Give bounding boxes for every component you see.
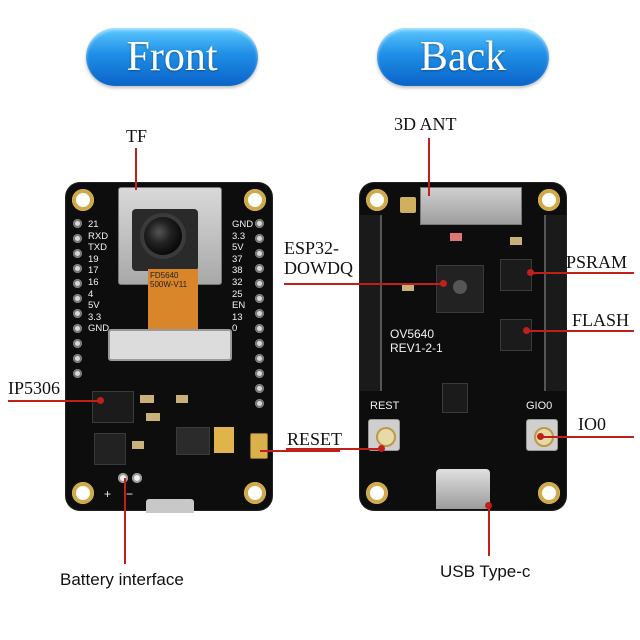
usb-type-c-port [436, 469, 490, 509]
pin-label: EN [232, 300, 246, 312]
leader-3d-ant [428, 138, 430, 196]
leader-flash [526, 330, 634, 332]
pin-label: TXD [88, 242, 107, 254]
camera-flex-cable: FD5640 500W-V11 [148, 269, 198, 331]
inductor [94, 433, 126, 465]
pin-label: 19 [88, 253, 99, 265]
leader-ip5306 [8, 400, 101, 402]
pin-label: 0 [232, 323, 238, 335]
mount-hole [72, 189, 94, 211]
callout-battery: Battery interface [60, 570, 184, 589]
pin-label: 5V [88, 300, 100, 312]
camera-lens [144, 217, 182, 255]
battery-minus: − [126, 487, 134, 501]
smd-component [402, 283, 414, 291]
pin-label: 3.3 [232, 230, 246, 242]
rest-label: REST [370, 400, 400, 412]
pin-label: 13 [232, 311, 243, 323]
callout-ip5306: IP5306 [8, 378, 61, 398]
leader-dot [527, 269, 534, 276]
gio0-button[interactable] [526, 419, 558, 451]
smd-component [146, 413, 160, 421]
mount-hole [244, 482, 266, 504]
regulator-chip [176, 427, 210, 455]
pin-label: 3.3 [88, 311, 102, 323]
pin-label: 25 [232, 288, 243, 300]
pin-label: 17 [88, 265, 99, 277]
callout-io0: IO0 [578, 414, 606, 434]
callout-flash: FLASH [572, 310, 630, 330]
pin-label: 37 [232, 253, 243, 265]
gio0-label: GIO0 [526, 400, 553, 412]
left-pin-labels: 21 RXD TXD 19 17 16 4 5V 3.3 GND [88, 219, 118, 335]
leader-tf [135, 148, 137, 190]
smd-component [176, 395, 188, 403]
camera-label: FD5640 500W-V11 [150, 271, 188, 289]
pin-label: RXD [88, 230, 109, 242]
callout-reset: RESET [287, 429, 343, 449]
pin-label: 32 [232, 276, 243, 288]
right-pin-header [255, 219, 265, 419]
back-board: OV5640 REV1-2-1 REST GIO0 [360, 183, 566, 510]
reset-button[interactable] [250, 433, 268, 459]
battery-plus: + [104, 487, 112, 501]
left-header-strip [360, 215, 382, 391]
tf-card-holder [420, 187, 522, 225]
callout-psram: PSRAM [566, 252, 628, 272]
flash-chip [500, 319, 532, 351]
pin-label: GND [88, 323, 110, 335]
right-pin-labels: GND 3.3 5V 37 38 32 25 EN 13 0 [232, 219, 258, 335]
leader-psram [530, 272, 634, 274]
mount-hole [366, 189, 388, 211]
right-header-strip [544, 215, 566, 391]
ip5306-chip [92, 391, 134, 423]
mount-hole [72, 482, 94, 504]
pin-label: 4 [88, 288, 94, 300]
leader-usb [488, 506, 490, 556]
esp32-chip [436, 265, 484, 313]
camera-connector [108, 329, 232, 361]
leader-dot [485, 502, 492, 509]
leader-dot [378, 445, 385, 452]
pin-label: GND [232, 219, 254, 230]
front-board: 21 RXD TXD 19 17 16 4 5V 3.3 GND GND 3.3… [66, 183, 272, 513]
pin-label: 5V [232, 242, 244, 254]
mount-hole [538, 482, 560, 504]
leader-esp32 [284, 283, 444, 285]
mount-hole [244, 189, 266, 211]
front-title: Front [86, 28, 258, 86]
usb-uart-chip [442, 383, 468, 413]
leader-dot [537, 433, 544, 440]
pin-label: 16 [88, 276, 99, 288]
leader-rest [286, 448, 380, 450]
leader-reset [260, 450, 340, 452]
smd-component [510, 237, 522, 245]
callout-3d-ant: 3D ANT [394, 114, 457, 134]
usb-port [146, 499, 194, 513]
antenna-connector [400, 197, 416, 213]
callout-esp32: ESP32- DOWDQ [284, 238, 353, 278]
callout-usb: USB Type-c [440, 562, 531, 581]
smd-component [132, 441, 144, 449]
mount-hole [366, 482, 388, 504]
capacitor [214, 427, 234, 453]
leader-io0 [540, 436, 634, 438]
leader-dot [440, 280, 447, 287]
pin-label: 21 [88, 219, 99, 230]
smd-component [140, 395, 154, 403]
camera-module [132, 209, 198, 271]
leader-battery [124, 478, 126, 564]
back-title: Back [377, 28, 549, 86]
ov5640-label: OV5640 REV1-2-1 [390, 327, 443, 355]
leader-dot [97, 397, 104, 404]
callout-tf: TF [126, 126, 148, 146]
battery-terminal [118, 473, 128, 483]
pin-label: 38 [232, 265, 243, 277]
mount-hole [538, 189, 560, 211]
left-pin-header [73, 219, 83, 379]
leader-dot [523, 327, 530, 334]
smd-component [450, 233, 462, 241]
battery-terminal [132, 473, 142, 483]
